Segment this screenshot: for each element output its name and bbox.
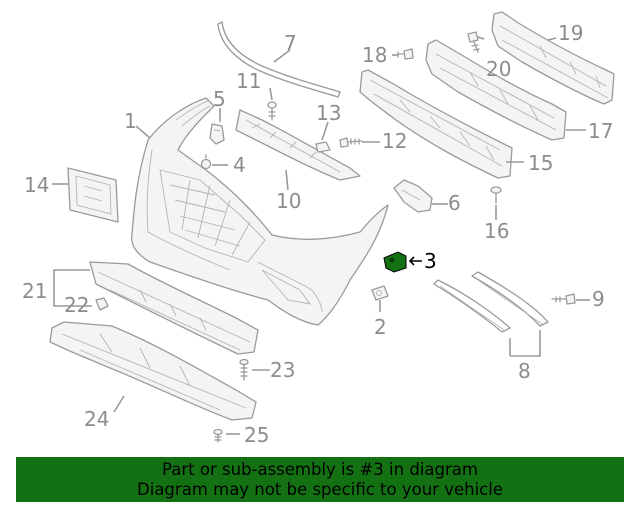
part-4-clip [200,154,212,170]
part-12-screw [339,137,363,148]
part-13-clip-nut [315,141,331,153]
callout-9: 9 [592,287,605,311]
callout-25: 25 [244,423,269,447]
banner-line-part: Part or sub-assembly is #3 in diagram [162,460,478,479]
part-5-bracket [209,123,225,145]
part-14-license-bracket [67,167,119,223]
callout-14: 14 [24,173,49,197]
banner-line-disclaimer: Diagram may not be specific to your vehi… [137,480,503,499]
callout-17: 17 [588,119,613,143]
callout-6: 6 [448,191,461,215]
part-25-bolt [213,428,223,443]
callout-22: 22 [64,293,89,317]
callout-15: 15 [528,151,553,175]
part-3-bracket-highlighted [383,251,407,273]
part-10-center-bracket [235,109,361,181]
callout-8: 8 [518,359,531,383]
parts-diagram: 7 1 5 4 11 13 12 10 6 14 18 20 19 17 15 … [22,11,615,447]
part-8-side-moldings [433,271,549,333]
callout-labels: 7 1 5 4 11 13 12 10 6 14 18 20 19 17 15 … [22,21,613,447]
part-22-clip [95,297,109,311]
callout-2: 2 [374,315,387,339]
callout-19: 19 [558,21,583,45]
leader-lines [52,36,590,435]
part-23-bolt [239,358,249,381]
callout-23: 23 [270,358,295,382]
callout-10: 10 [276,189,301,213]
part-20-bolt [467,31,480,53]
callout-20: 20 [486,57,511,81]
part-6-side-bracket [393,179,433,213]
part-info-banner: Part or sub-assembly is #3 in diagram Di… [16,457,624,502]
part-17-absorber [425,39,567,141]
callout-3-highlighted: 3 [424,249,437,273]
part-18-bolt [397,48,414,60]
part-19-reinforcement [491,11,615,105]
callout-24: 24 [84,407,109,431]
part-1-bumper-cover [131,97,389,326]
part-21-under-cover [89,261,259,355]
callout-12: 12 [382,129,407,153]
callout-11: 11 [236,69,261,93]
part-7-molding-strip [217,21,341,98]
callout-16: 16 [484,219,509,243]
part-9-screw [551,293,576,305]
callout-13: 13 [316,101,341,125]
callout-18: 18 [362,43,387,67]
callout-21: 21 [22,279,47,303]
part-24-engine-under-cover [49,321,257,421]
callout-4: 4 [233,153,246,177]
part-16-pin [490,186,502,204]
callout-7: 7 [284,31,297,55]
part-11-push-pin [267,101,277,121]
callout-5: 5 [213,87,226,111]
callout-1: 1 [124,109,137,133]
part-2-clip [371,285,389,301]
